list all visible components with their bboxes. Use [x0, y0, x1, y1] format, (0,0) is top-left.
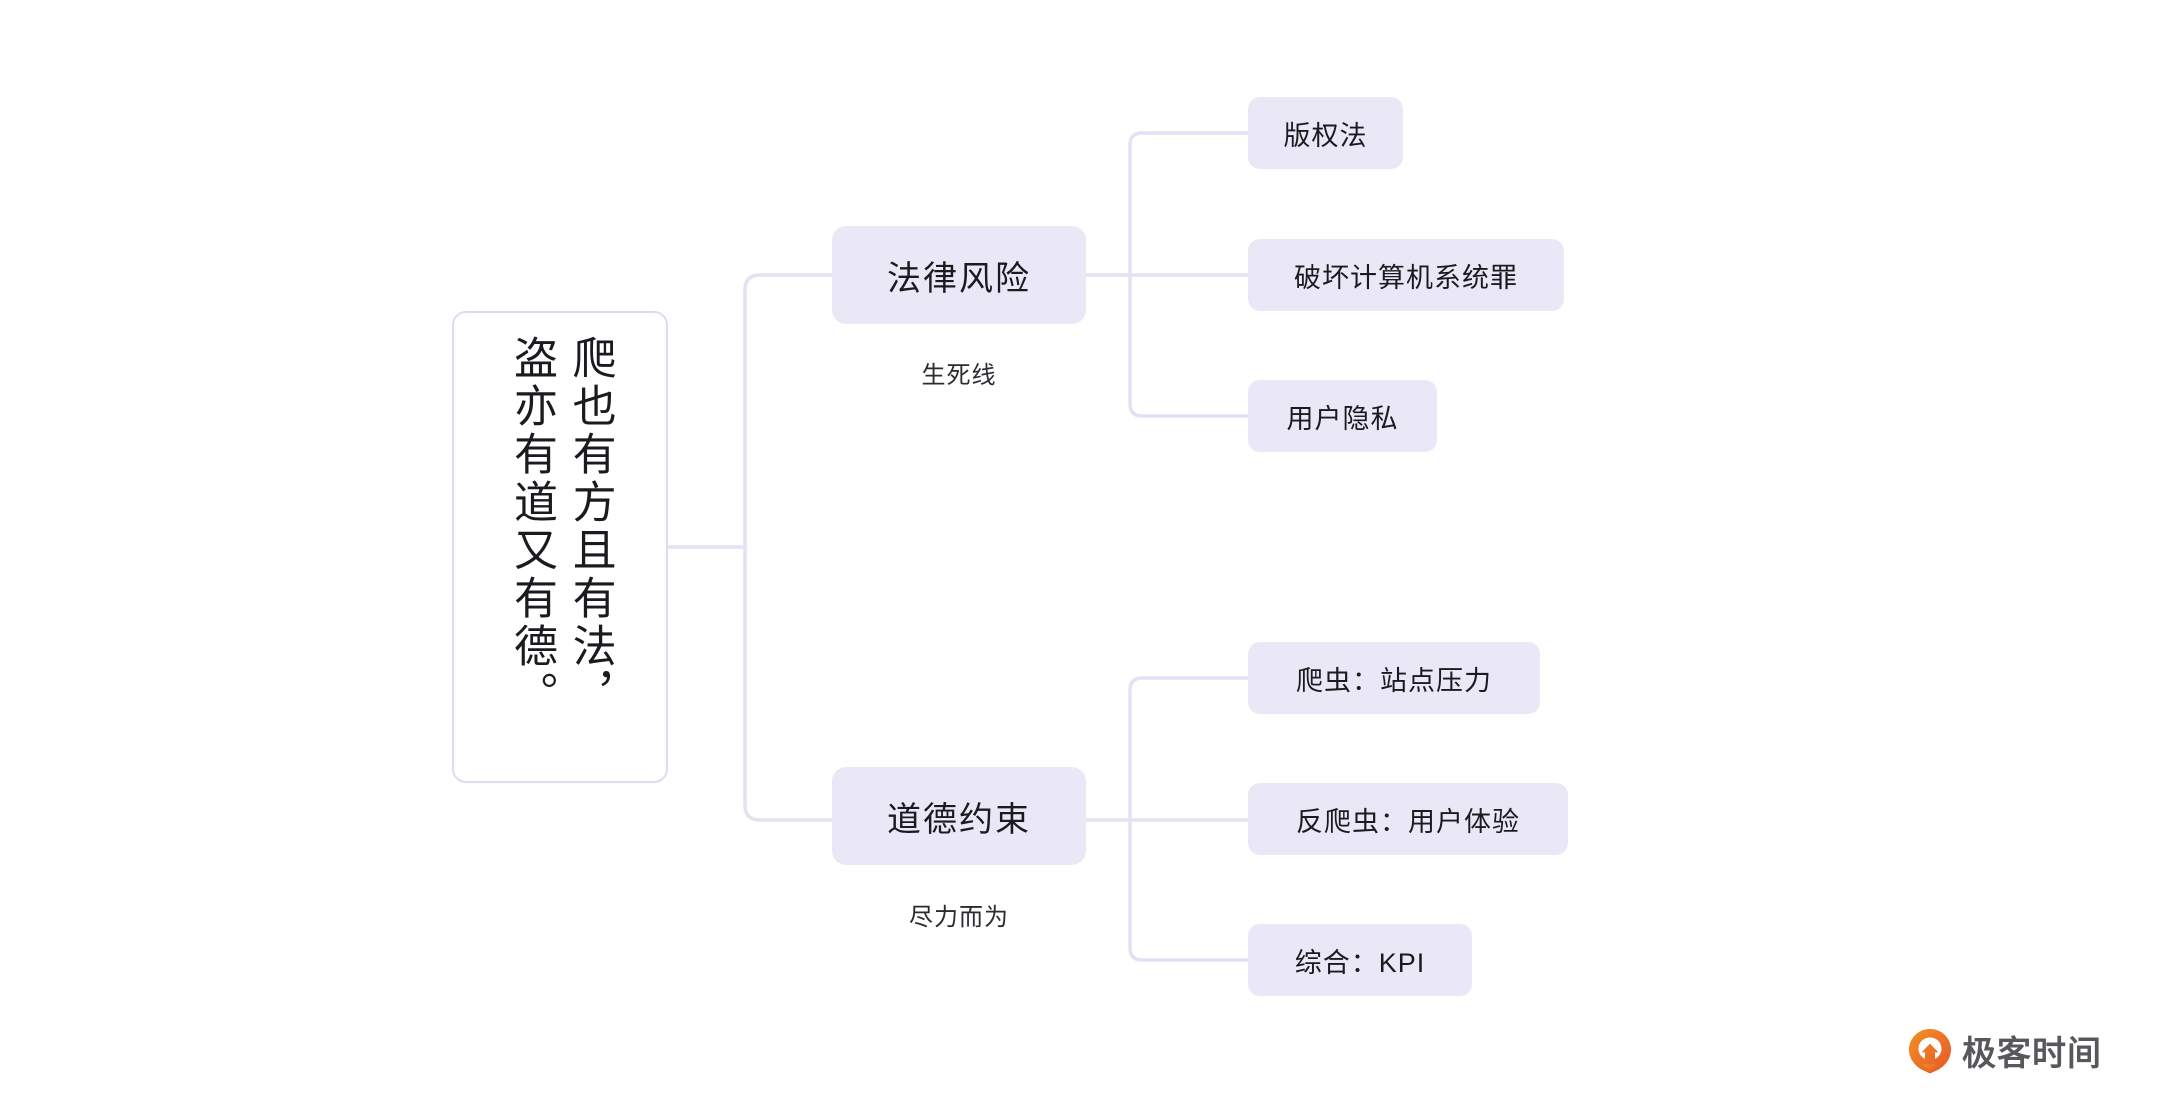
branch-node-label: 道德约束	[887, 800, 1031, 839]
leaf-node-label: 反爬虫：用户体验	[1296, 806, 1520, 837]
leaf-node-label: 版权法	[1283, 120, 1368, 151]
root-text-line-1: 爬也有方且有法，	[565, 335, 615, 719]
edge-branch1-to-leaf-3	[1128, 273, 1250, 418]
branch-sublabel-moral-constraint: 尽力而为	[909, 904, 1009, 931]
leaf-node-copyright-law[interactable]: 版权法	[1248, 97, 1403, 169]
leaf-node-label: 破坏计算机系统罪	[1294, 262, 1518, 293]
root-text-line-2: 盗亦有道又有德。	[507, 335, 556, 719]
edge-branch1-to-leaf-1	[1128, 131, 1250, 277]
branch-node-moral-constraint[interactable]: 道德约束	[832, 767, 1086, 865]
branch-node-label: 法律风险	[887, 259, 1031, 298]
leaf-node-label: 爬虫：站点压力	[1296, 665, 1492, 696]
branch-sublabel-legal-risk: 生死线	[921, 362, 997, 389]
branch-node-legal-risk[interactable]: 法律风险	[832, 226, 1086, 324]
leaf-node-label: 用户隐私	[1286, 403, 1399, 434]
leaf-node-overall-kpi[interactable]: 综合：KPI	[1248, 924, 1472, 996]
edge-root-to-branch-1	[743, 273, 834, 549]
leaf-node-label: 综合：KPI	[1294, 947, 1426, 978]
edge-branch2-to-leaf-1	[1128, 676, 1250, 822]
leaf-node-crawler-site-pressure[interactable]: 爬虫：站点压力	[1248, 642, 1540, 714]
edge-branch2-to-leaf-3	[1128, 818, 1250, 962]
edge-root-to-branch-2	[743, 545, 834, 822]
watermark: 极客时间	[1908, 1026, 2102, 1075]
geektime-pin-icon	[1908, 1028, 1952, 1074]
leaf-node-user-privacy[interactable]: 用户隐私	[1248, 380, 1437, 452]
root-node[interactable]: 爬也有方且有法， 盗亦有道又有德。	[452, 311, 668, 783]
watermark-brand: 极客时间	[1962, 1035, 2102, 1073]
leaf-node-anticrawler-user-experience[interactable]: 反爬虫：用户体验	[1248, 783, 1568, 855]
leaf-node-computer-system-crime[interactable]: 破坏计算机系统罪	[1248, 239, 1564, 311]
